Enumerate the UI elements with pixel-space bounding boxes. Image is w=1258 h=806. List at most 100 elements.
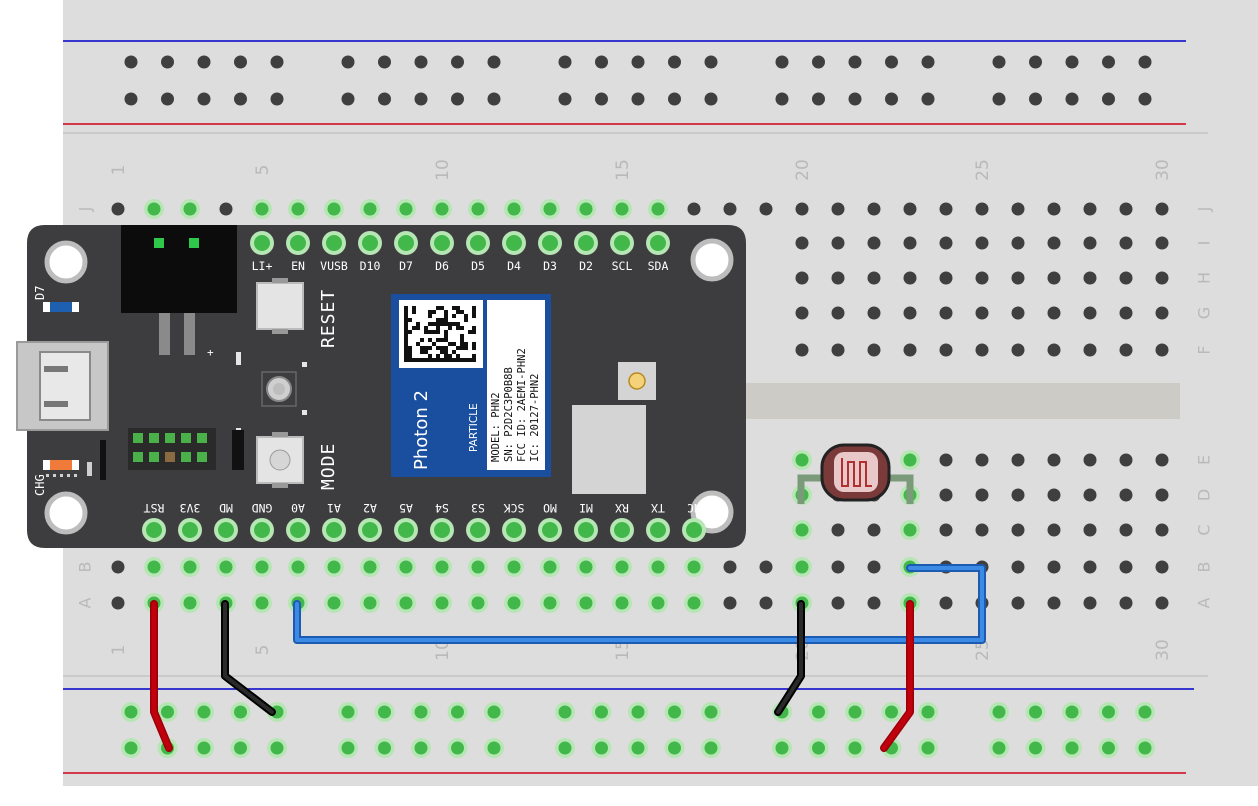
hole: [507, 202, 521, 216]
column-number: 1: [109, 645, 129, 656]
qr-module: [436, 330, 440, 334]
rail-hole: [414, 741, 428, 755]
qr-module: [452, 306, 456, 310]
rail-hole: [234, 92, 247, 106]
pin-hole: [578, 235, 594, 251]
hole: [975, 523, 989, 537]
rail-hole: [341, 55, 355, 69]
row-letter: C: [1195, 524, 1214, 535]
qr-module: [456, 310, 460, 314]
rail-hole: [378, 55, 391, 69]
qr-module: [464, 318, 468, 322]
hole: [1119, 523, 1133, 537]
chg-led-core: [50, 460, 72, 470]
pin-label: 3V3: [180, 501, 201, 515]
hole: [903, 343, 917, 357]
rail-hole: [631, 741, 645, 755]
hole: [1119, 202, 1133, 216]
rail-hole: [558, 92, 572, 106]
qr-module: [444, 322, 448, 326]
hole: [1119, 560, 1133, 574]
hole: [183, 560, 197, 574]
rail-hole: [631, 92, 645, 106]
qr-module: [408, 358, 412, 362]
hole: [867, 596, 881, 610]
pin-label: A0: [291, 501, 305, 515]
usb-tab: [44, 366, 68, 372]
rail-hole: [1029, 55, 1042, 69]
hole: [1119, 236, 1133, 250]
mode-label: MODE: [318, 443, 339, 490]
pin-hole: [254, 522, 270, 538]
pin-label: LI+: [252, 259, 273, 273]
hole: [219, 202, 233, 216]
pin-hole: [650, 522, 666, 538]
pin-label: SCK: [504, 501, 525, 515]
pin-label: D6: [435, 259, 449, 273]
breadboard-holes: [111, 55, 1169, 758]
rail-hole: [341, 705, 355, 719]
qr-module: [456, 322, 460, 326]
qr-module: [456, 326, 460, 330]
qr-module: [432, 322, 436, 326]
antenna-connector: [618, 362, 656, 400]
qr-module: [428, 338, 432, 342]
rail-hole: [668, 741, 681, 755]
header-pin: [181, 433, 191, 443]
header-pin: [181, 452, 191, 462]
qr-module: [412, 326, 416, 330]
hole: [795, 523, 809, 537]
qr-module: [452, 358, 456, 362]
rail-hole: [1138, 705, 1152, 719]
column-number: 5: [253, 165, 273, 176]
qr-module: [408, 318, 412, 322]
hole: [795, 271, 809, 285]
pin-label: D3: [543, 259, 557, 273]
rail-hole: [812, 741, 825, 755]
hole: [1047, 523, 1061, 537]
qr-module: [404, 314, 408, 318]
hole: [435, 596, 449, 610]
rail-hole: [848, 55, 862, 69]
brand-label: PARTICLE: [468, 403, 480, 452]
pin-label: D5: [471, 259, 485, 273]
hole: [1083, 236, 1097, 250]
battery-connector: [121, 225, 237, 313]
hole: [579, 560, 593, 574]
d7-led-core: [50, 302, 72, 312]
pin-hole: [398, 235, 414, 251]
hole: [795, 560, 809, 574]
qr-module: [428, 310, 432, 314]
rail-hole: [595, 92, 608, 106]
hole: [327, 596, 341, 610]
qr-module: [408, 346, 412, 350]
hole: [435, 202, 449, 216]
rail-hole: [848, 741, 862, 755]
hole: [1155, 271, 1169, 285]
hole: [687, 596, 701, 610]
rail-hole: [451, 705, 464, 719]
rail-hole: [631, 55, 645, 69]
rail-hole: [558, 55, 572, 69]
hole: [363, 560, 377, 574]
qr-module: [440, 306, 444, 310]
hole: [975, 271, 989, 285]
rail-hole: [124, 741, 138, 755]
qr-module: [444, 346, 448, 350]
qr-module: [404, 350, 408, 354]
hole: [1011, 453, 1025, 467]
qr-module: [444, 318, 448, 322]
rail-hole: [595, 55, 608, 69]
rail-hole: [704, 92, 718, 106]
hole: [111, 596, 125, 610]
rail-hole: [270, 92, 284, 106]
hole: [219, 560, 233, 574]
qr-module: [416, 322, 420, 326]
pin-label: MO: [543, 501, 557, 515]
column-number: 30: [1153, 159, 1173, 181]
qr-module: [408, 330, 412, 334]
hole: [255, 560, 269, 574]
pin-hole: [470, 522, 486, 538]
row-letter: F: [1195, 345, 1214, 354]
hole: [543, 560, 557, 574]
